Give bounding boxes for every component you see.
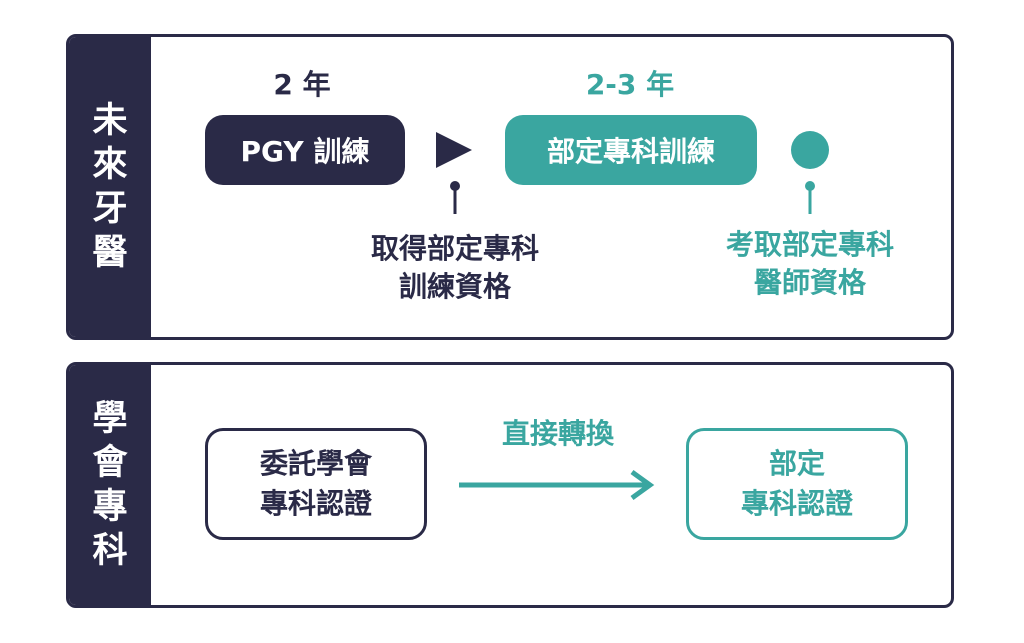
specialty-duration-label: 2-3 年 — [585, 68, 675, 101]
play-triangle-icon — [436, 132, 472, 168]
ministry-certification-box: 部定 專科認證 — [686, 428, 908, 540]
long-arrow-right-icon — [630, 469, 655, 501]
pgy-training-label: PGY 訓練 — [240, 135, 370, 168]
milestone-1-dot — [450, 181, 460, 191]
specialty-training-pill: 部定專科訓練 — [505, 115, 757, 185]
transition-label: 直接轉換 — [501, 417, 614, 450]
society-certification-box: 委託學會 專科認證 — [205, 428, 427, 540]
circle-dot-icon — [791, 131, 829, 169]
milestone-1-caption: 取得部定專科 訓練資格 — [370, 232, 539, 303]
society-side-label: 學會專科 — [92, 399, 128, 571]
milestone-2-caption: 考取部定專科 醫師資格 — [725, 228, 894, 299]
pgy-duration-label: 2 年 — [273, 68, 331, 101]
future-side-label: 未來牙醫 — [92, 101, 128, 273]
society-side-bar: 學會專科 — [69, 365, 151, 605]
future-side-bar: 未來牙醫 — [69, 37, 151, 337]
specialty-training-label: 部定專科訓練 — [546, 135, 715, 168]
milestone-2-dot — [805, 181, 815, 191]
pgy-training-pill: PGY 訓練 — [205, 115, 405, 185]
